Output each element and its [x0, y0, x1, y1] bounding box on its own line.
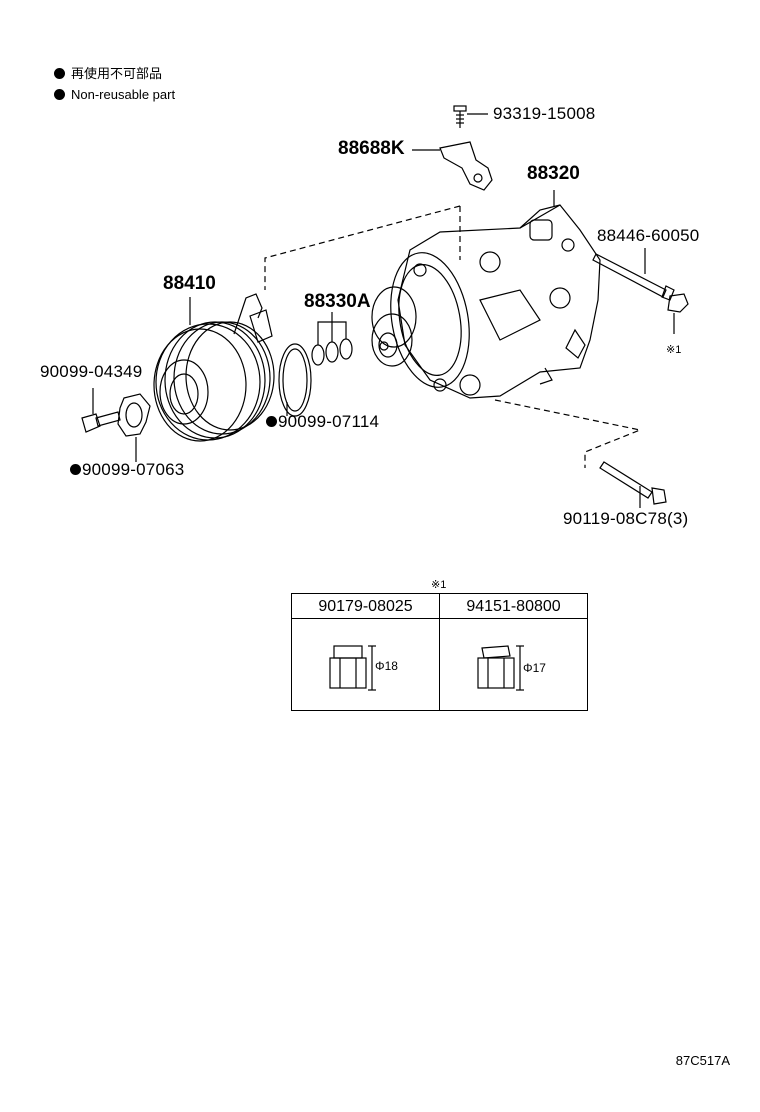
part-label-90119[interactable]: 90119-08C78(3): [563, 509, 689, 528]
note-table-mark: ※1: [431, 579, 447, 591]
nut-icon: [667, 293, 689, 313]
note-table-divider: [439, 594, 440, 710]
part-label-93319[interactable]: 93319-15008: [493, 104, 596, 123]
part-label-88688k[interactable]: 88688K: [338, 138, 405, 159]
part-label-88446[interactable]: 88446-60050: [597, 226, 700, 245]
size-phi17: Φ17: [523, 661, 546, 675]
flange-nut-phi18-icon: [329, 645, 376, 691]
note-table: 90179-08025 94151-80800: [291, 593, 588, 711]
part-label-90099-07114[interactable]: 90099-07114: [266, 412, 379, 432]
legend-jp: 再使用不可部品: [54, 66, 162, 82]
part-number-text: 90099-07063: [82, 460, 185, 479]
bolt-90119-icon: [599, 461, 667, 505]
non-reusable-dot-icon: [70, 464, 81, 475]
flange-nut-phi17-icon: [477, 645, 524, 691]
snap-ring-icon: [278, 343, 312, 417]
part-label-90099-04349[interactable]: 90099-04349: [40, 362, 143, 381]
compressor-88320-icon: [371, 204, 601, 399]
gasket-90099-07063-icon: [117, 393, 151, 437]
diagram-id: 87C517A: [675, 1053, 730, 1068]
note-mark-ref: ※1: [666, 344, 682, 356]
dashed-guides: [264, 205, 643, 468]
size-phi18: Φ18: [375, 659, 398, 673]
part-label-88410[interactable]: 88410: [163, 273, 216, 294]
bolt-88446-icon: [592, 253, 675, 301]
part-label-90099-07063[interactable]: 90099-07063: [70, 460, 184, 480]
legend-jp-text: 再使用不可部品: [71, 66, 163, 81]
non-reusable-dot-icon: [54, 68, 65, 79]
non-reusable-dot-icon: [266, 416, 277, 427]
note-table-header-2[interactable]: 94151-80800: [440, 594, 587, 619]
part-number-text: 90099-07114: [278, 412, 380, 431]
screw-93319-icon: [453, 105, 467, 128]
legend-en-text: Non-reusable part: [71, 87, 176, 102]
part-label-88330a[interactable]: 88330A: [304, 291, 371, 312]
legend-en: Non-reusable part: [54, 87, 175, 103]
bolt-90099-04349-icon: [81, 411, 121, 433]
clutch-pulley-88410-icon: [153, 293, 275, 442]
note-table-header-1[interactable]: 90179-08025: [292, 594, 439, 619]
part-label-88320[interactable]: 88320: [527, 163, 580, 184]
non-reusable-dot-icon: [54, 89, 65, 100]
bracket-88688k-icon: [439, 141, 493, 191]
